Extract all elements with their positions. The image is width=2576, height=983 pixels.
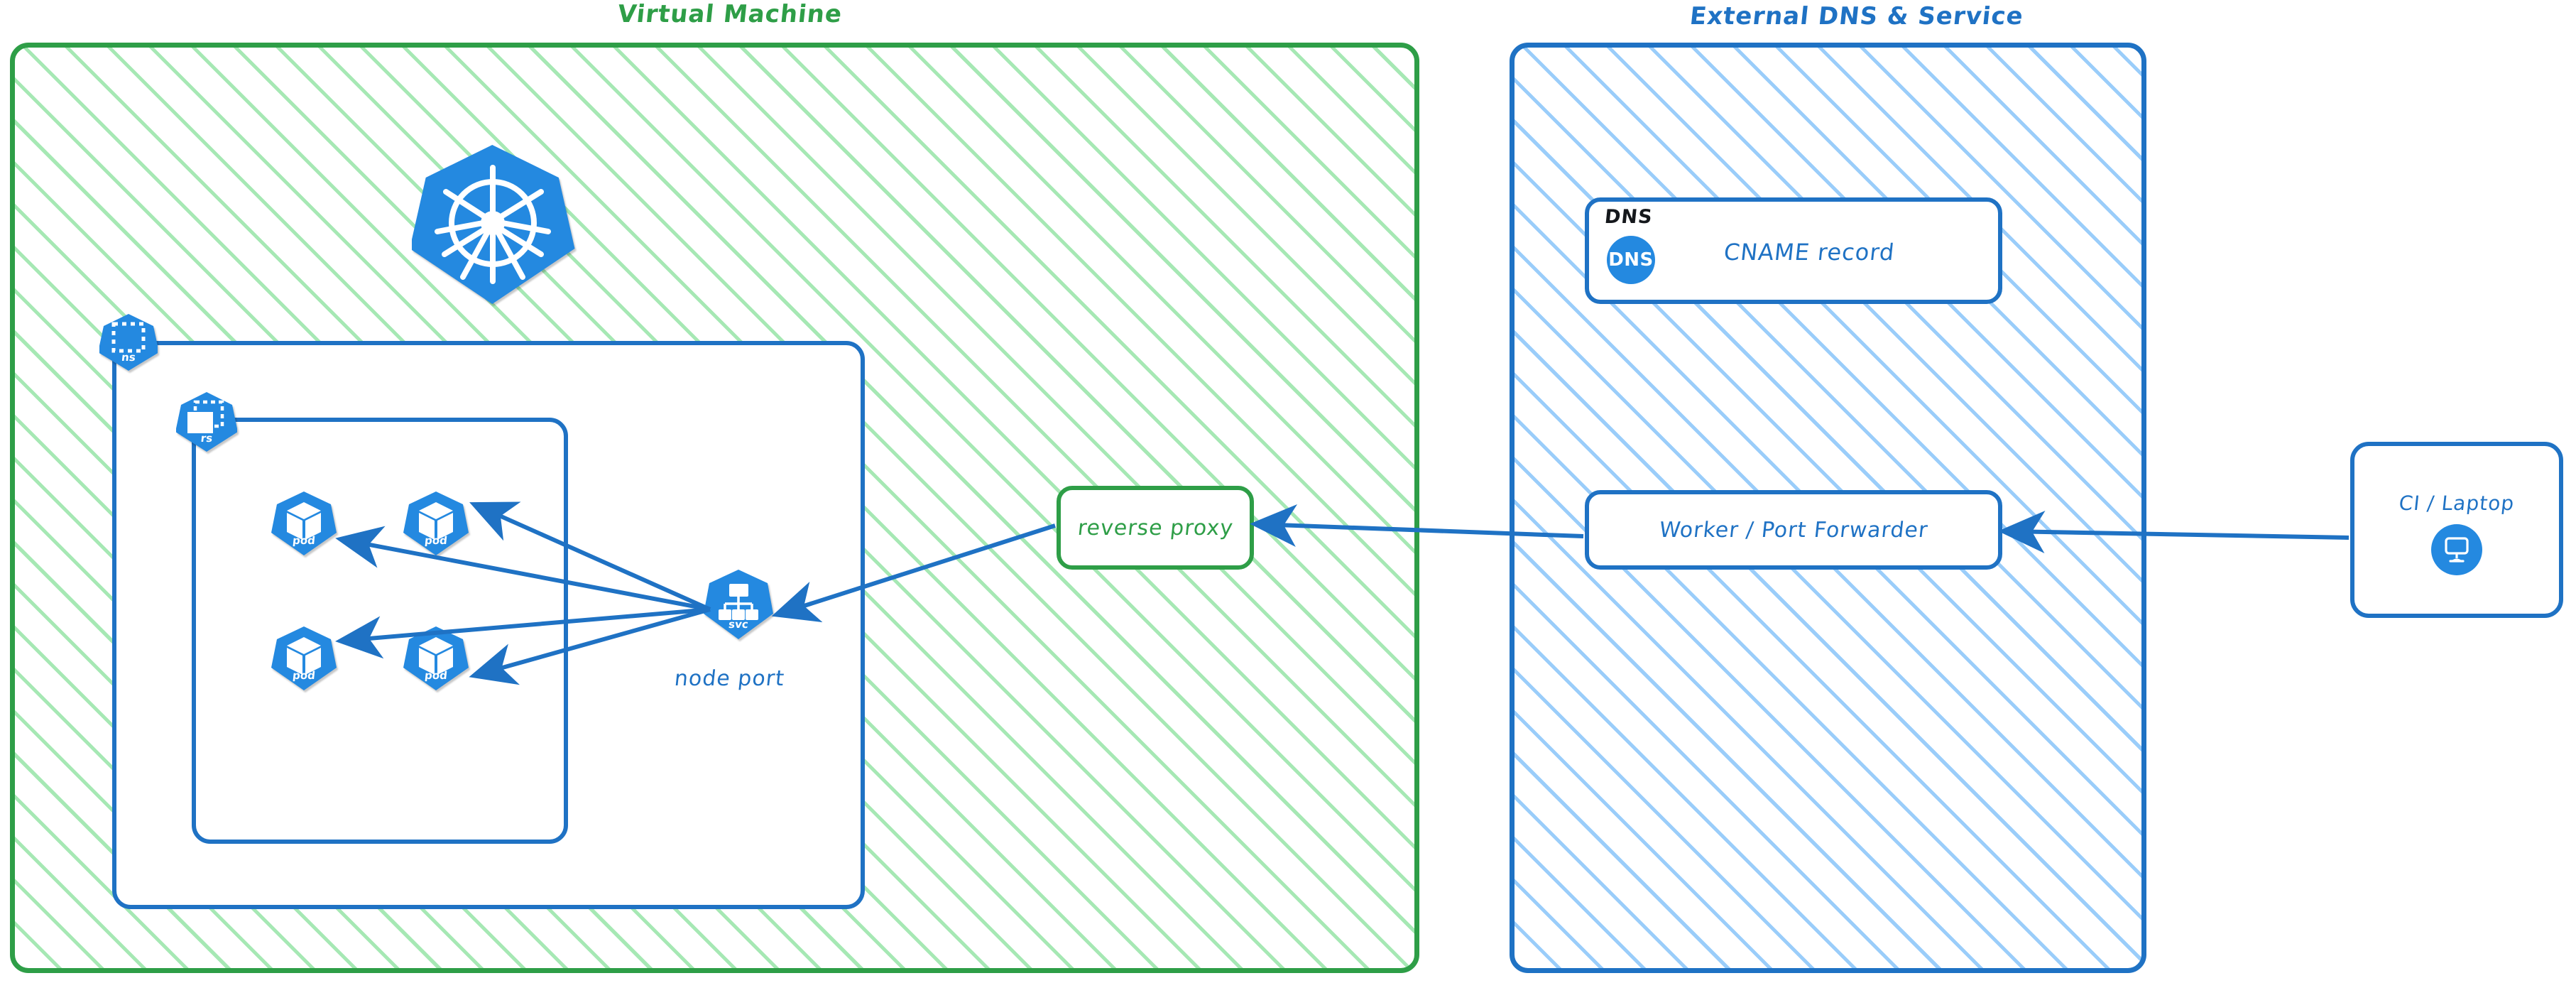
reverse-proxy-label: reverse proxy [1076,515,1235,541]
pod-icon-3: pod [271,625,337,692]
service-icon: svc [703,568,774,641]
virtual-machine-panel-title: Virtual Machine [616,0,844,28]
ci-laptop-box[interactable]: CI / Laptop [2350,442,2563,618]
dns-kind-label: DNS [1603,206,1654,228]
desktop-monitor-icon [2431,524,2482,575]
ci-laptop-label: CI / Laptop [2398,492,2516,515]
pod-icon-4: pod [403,625,469,692]
pod-icon-1: pod [271,490,337,557]
reverse-proxy-box[interactable]: reverse proxy [1057,486,1254,570]
dns-chip-icon: DNS [1607,236,1655,284]
external-panel-title: External DNS & Service [1688,2,2025,31]
cname-record-label: CNAME record [1723,239,1896,266]
node-port-label: node port [673,666,786,691]
replicaset-badge-icon: rs [176,391,237,453]
worker-port-forwarder-label: Worker / Port Forwarder [1658,517,1929,543]
dns-card[interactable]: DNS DNS CNAME record [1585,197,2002,304]
worker-port-forwarder-box[interactable]: Worker / Port Forwarder [1585,490,2002,570]
pod-icon-2: pod [403,490,469,557]
dns-chip-label: DNS [1608,249,1654,271]
kubernetes-logo [412,142,575,307]
replicaset-container [192,418,568,844]
namespace-badge-icon: ns [99,313,158,372]
